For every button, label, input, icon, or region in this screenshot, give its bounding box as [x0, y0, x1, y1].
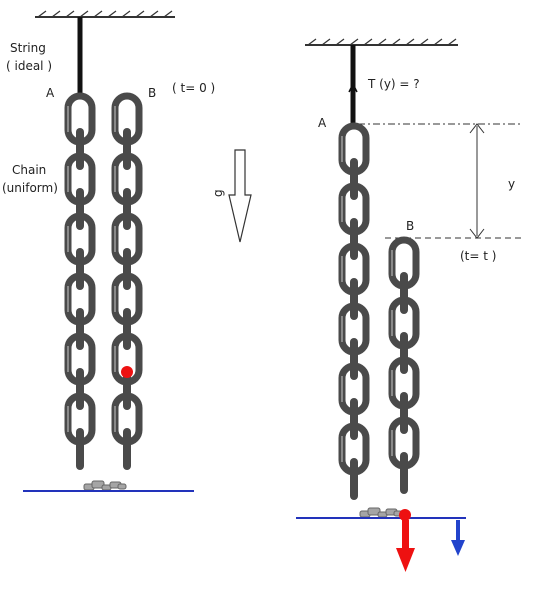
chain-link-side [350, 398, 358, 440]
chain-link-side [76, 368, 84, 410]
chain-link-side [400, 332, 408, 374]
pile-link [117, 483, 127, 490]
chain-link-side [400, 272, 408, 314]
right-chain-a [338, 122, 370, 500]
ceiling-hatch-mark [79, 10, 89, 18]
right-ceiling-icon [305, 38, 458, 46]
left-red-dot [121, 366, 133, 378]
ceiling-hatch-mark [405, 38, 415, 46]
ceiling-hatch-mark [121, 10, 131, 18]
left-chain-a [64, 92, 96, 470]
y-dimension-arrow [469, 123, 485, 239]
chain-link-side [123, 188, 131, 230]
ceiling-hatch-mark [307, 38, 317, 46]
chain-link-highlight [67, 406, 69, 432]
ceiling-hatch-mark [391, 38, 401, 46]
chain-link-highlight [114, 166, 116, 192]
chain-label-line1: Chain [12, 163, 46, 177]
ceiling-hatch-mark [349, 38, 359, 46]
chain-link-highlight [341, 256, 343, 282]
ceiling-hatch-mark [65, 10, 75, 18]
ceiling-hatch-mark [135, 10, 145, 18]
tension-label: T (y) = ? [367, 77, 420, 91]
chain-link-side [123, 428, 131, 470]
left-point-a-label: A [46, 86, 55, 100]
chain-label-line2: (uniform) [2, 181, 58, 195]
chain-link-highlight [114, 346, 116, 372]
chain-link-side [400, 392, 408, 434]
ceiling-hatch-mark [149, 10, 159, 18]
chain-link-side [123, 128, 131, 170]
chain-link-side [76, 128, 84, 170]
ceiling-hatch-mark [93, 10, 103, 18]
chain-link-side [76, 248, 84, 290]
chain-link-highlight [341, 316, 343, 342]
chain-link-side [350, 458, 358, 500]
gravity-label: g [211, 189, 225, 197]
chain-link-side [350, 158, 358, 200]
chain-link-highlight [67, 106, 69, 132]
chain-link-highlight [341, 376, 343, 402]
ceiling-hatch-mark [419, 38, 429, 46]
chain-link-side [76, 308, 84, 350]
ceiling-hatch-mark [37, 10, 47, 18]
right-point-b-label: B [406, 219, 414, 233]
right-chain-b [388, 236, 420, 494]
left-chain-pile [83, 480, 127, 491]
ceiling-hatch-mark [447, 38, 457, 46]
left-chain-b [111, 92, 143, 470]
red-force-arrow-icon [396, 520, 415, 572]
chain-link-highlight [391, 250, 393, 276]
chain-link-side [76, 428, 84, 470]
ceiling-hatch-mark [51, 10, 61, 18]
chain-link-side [123, 308, 131, 350]
chain-link-highlight [341, 136, 343, 162]
chain-link-highlight [341, 436, 343, 462]
chain-link-side [350, 278, 358, 320]
chain-link-highlight [391, 310, 393, 336]
y-label: y [508, 177, 515, 191]
ceiling-hatch-mark [321, 38, 331, 46]
ceiling-hatch-mark [433, 38, 443, 46]
chain-link-highlight [67, 346, 69, 372]
right-red-dot [399, 509, 411, 521]
chain-link-highlight [114, 406, 116, 432]
chain-link-side [400, 452, 408, 494]
ceiling-hatch-mark [363, 38, 373, 46]
chain-link-highlight [341, 196, 343, 222]
ceiling-hatch-mark [163, 10, 173, 18]
string-label-line2: ( ideal ) [6, 59, 52, 73]
chain-link-highlight [67, 286, 69, 312]
chain-link-side [350, 338, 358, 380]
ceiling-hatch-mark [335, 38, 345, 46]
ceiling-hatch-mark [107, 10, 117, 18]
chain-link-highlight [114, 226, 116, 252]
chain-link-side [350, 218, 358, 260]
gravity-arrow-icon [228, 149, 252, 243]
chain-link-side [76, 188, 84, 230]
chain-link-highlight [67, 166, 69, 192]
right-point-a-label: A [318, 116, 327, 130]
tension-arrow-icon [348, 82, 358, 93]
blue-force-arrow-icon [451, 520, 465, 556]
left-point-b-label: B [148, 86, 156, 100]
chain-link-highlight [391, 430, 393, 456]
chain-link-highlight [67, 226, 69, 252]
ceiling-hatch-mark [377, 38, 387, 46]
string-label-line1: String [10, 41, 46, 55]
right-time-label: (t= t ) [460, 249, 496, 263]
chain-link-side [123, 248, 131, 290]
chain-link-highlight [114, 286, 116, 312]
left-time-label: ( t= 0 ) [172, 81, 215, 95]
left-ceiling-icon [35, 10, 175, 18]
right-chain-pile [359, 507, 403, 518]
chain-link-highlight [114, 106, 116, 132]
chain-link-highlight [391, 370, 393, 396]
